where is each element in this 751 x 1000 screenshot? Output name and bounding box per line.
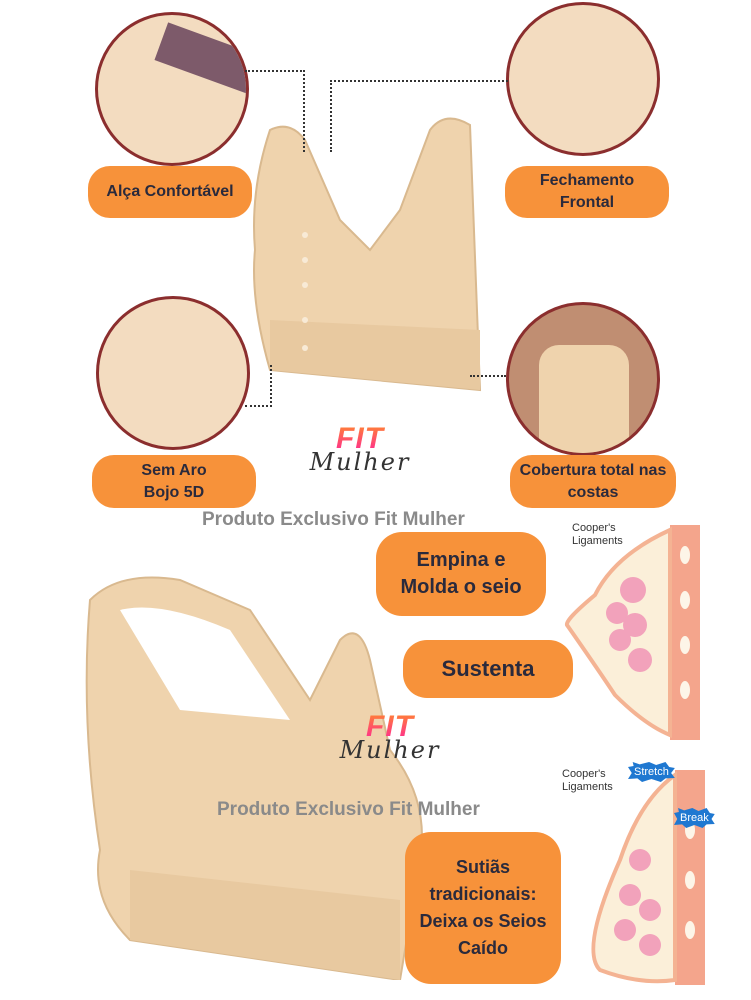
bra-front-image (253, 117, 482, 392)
benefit-lift-label: Empina e Molda o seio (376, 532, 546, 616)
logo-mulher-text: Mulher (339, 736, 441, 764)
break-tag: Break (674, 808, 715, 828)
benefit-support-label: Sustenta (403, 640, 573, 698)
connector-line (470, 375, 506, 379)
logo-fit-text: FIT (330, 710, 450, 744)
traditional-bra-label: Sutiãs tradicionais: Deixa os Seios Caíd… (405, 832, 561, 984)
watermark-text: Produto Exclusivo Fit Mulher (217, 799, 480, 820)
front-closure-detail-image (506, 2, 660, 156)
breast-anatomy-sagging-diagram (591, 770, 705, 985)
back-coverage-detail-image (506, 302, 660, 456)
coopers-ligaments-label: Cooper's Ligaments (562, 768, 613, 793)
fit-mulher-logo: FIT Mulher (330, 710, 450, 764)
no-wire-detail-image (96, 296, 250, 450)
feature-strap-label: Alça Confortável (88, 166, 252, 218)
connector-line (245, 365, 272, 407)
strap-detail-image (95, 12, 249, 166)
connector-line (330, 80, 508, 152)
fit-mulher-logo: FIT Mulher (300, 422, 420, 476)
bra-side-image (85, 576, 423, 980)
watermark-text: Produto Exclusivo Fit Mulher (202, 509, 465, 530)
feature-no-wire-label: Sem Aro Bojo 5D (92, 455, 256, 508)
feature-back-coverage-label: Cobertura total nas costas (510, 455, 676, 508)
logo-fit-text: FIT (300, 422, 420, 456)
breast-anatomy-supported-diagram (564, 525, 700, 740)
logo-mulher-text: Mulher (309, 448, 411, 476)
coopers-ligaments-label: Cooper's Ligaments (572, 522, 623, 547)
connector-line (245, 70, 305, 152)
stretch-tag: Stretch (628, 762, 675, 782)
feature-front-closure-label: Fechamento Frontal (505, 166, 669, 218)
